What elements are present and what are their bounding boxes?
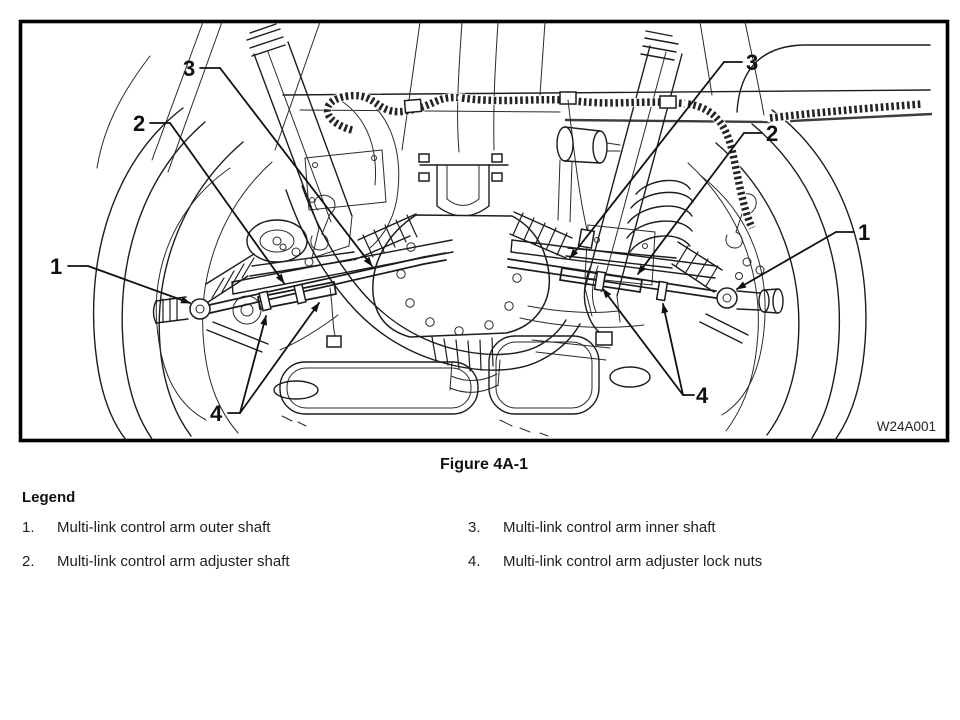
left-outer-shaft-ball [189,298,211,320]
callout-number: 4 [696,383,709,408]
callout-left-2: 2 [133,111,285,284]
left-control-arm-assembly [152,252,447,324]
right-control-arm-assembly [507,258,784,314]
figure-caption: Figure 4A-1 [439,456,528,473]
legend-item-label: Multi-link control arm inner shaft [503,519,716,536]
legend-item-number: 3. [468,519,481,536]
callout-left-3: 3 [183,56,373,267]
legend-title: Legend [22,489,76,506]
wiring-harness [323,91,927,348]
legend-item-number: 2. [22,553,35,570]
figure-code: W24A001 [877,419,936,434]
legend-item-number: 4. [468,553,481,570]
right-outer-shaft-ball [716,287,738,309]
callout-number: 3 [183,56,195,81]
callout-right-2: 2 [637,121,778,275]
left-strut [246,23,353,259]
callout-left-1: 1 [50,254,191,304]
exhaust-system [273,185,651,437]
legend-item-label: Multi-link control arm outer shaft [57,519,271,536]
callout-number: 2 [133,111,145,136]
callout-number: 4 [210,401,223,426]
underbody-diagram: 1 2 3 4 3 2 1 [18,19,950,443]
legend-item-4: 4. Multi-link control arm adjuster lock n… [468,553,762,570]
legend-item-number: 1. [22,519,35,536]
callout-number: 3 [746,50,758,75]
callout-right-1: 1 [736,220,870,290]
legend-item-3: 3. Multi-link control arm inner shaft [468,519,716,536]
right-lock-nut-2 [655,280,669,302]
legend-item-1: 1. Multi-link control arm outer shaft [22,519,270,536]
left-lock-nut-1 [258,290,272,312]
right-tire [687,109,867,441]
callout-right-4: 4 [602,288,709,408]
cv-boots [201,211,723,307]
right-lock-nut-1 [593,270,607,292]
differential [372,153,551,393]
callout-number: 1 [50,254,62,279]
fuel-filter [556,126,621,164]
legend-item-label: Multi-link control arm adjuster lock nut… [503,553,763,570]
legend-item-2: 2. Multi-link control arm adjuster shaft [22,553,290,570]
left-lock-nut-2 [293,283,307,305]
callout-left-4: 4 [210,302,320,426]
legend-item-label: Multi-link control arm adjuster shaft [57,553,290,570]
callout-right-3: 3 [569,50,758,259]
callout-number: 1 [858,220,870,245]
callout-number: 2 [766,121,778,146]
